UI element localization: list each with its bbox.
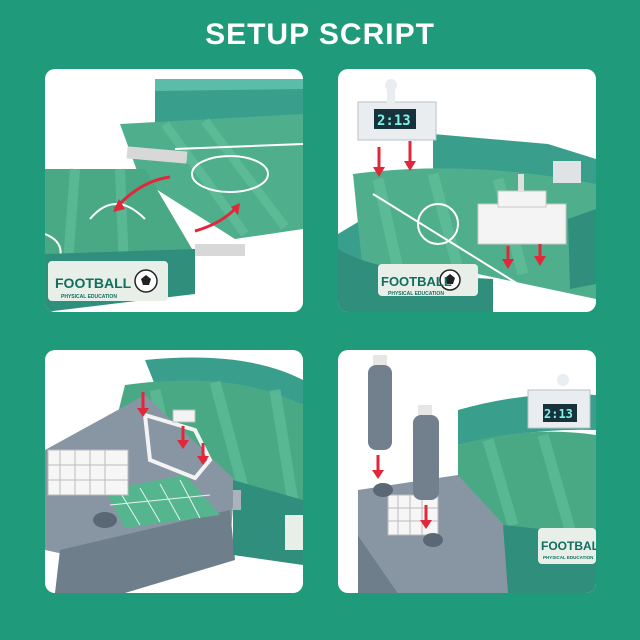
brand-name-3: FOOTBALL xyxy=(541,539,596,553)
step-1-panel: FOOTBALL PHYSICAL EDUCATION xyxy=(45,69,303,312)
scoreboard-display: 2:13 xyxy=(377,113,411,129)
step-4-illustration: 2:13 FOOTBALL PHYSICAL EDUCATION xyxy=(358,355,596,593)
step-2-panel: 2:13 FOOTBALL PHYSICAL EDUCATION xyxy=(338,69,596,312)
brand-subtitle-2: PHYSICAL EDUCATION xyxy=(388,291,444,297)
brand-subtitle-3: PHYSICAL EDUCATION xyxy=(543,555,593,560)
step-2-illustration: 2:13 FOOTBALL PHYSICAL EDUCATION xyxy=(338,79,596,312)
scoreboard-display-2: 2:13 xyxy=(544,407,573,421)
brand-name-2: FOOTBALL xyxy=(381,274,452,289)
step-1-illustration: FOOTBALL PHYSICAL EDUCATION xyxy=(45,79,303,312)
brand-subtitle: PHYSICAL EDUCATION xyxy=(61,294,117,300)
page-title: SETUP SCRIPT xyxy=(205,18,435,51)
brand-name: FOOTBALL xyxy=(55,275,132,291)
step-3-illustration xyxy=(45,357,303,593)
step-4-panel: 2:13 FOOTBALL PHYSICAL EDUCATION xyxy=(338,350,596,593)
step-3-panel xyxy=(45,350,303,593)
